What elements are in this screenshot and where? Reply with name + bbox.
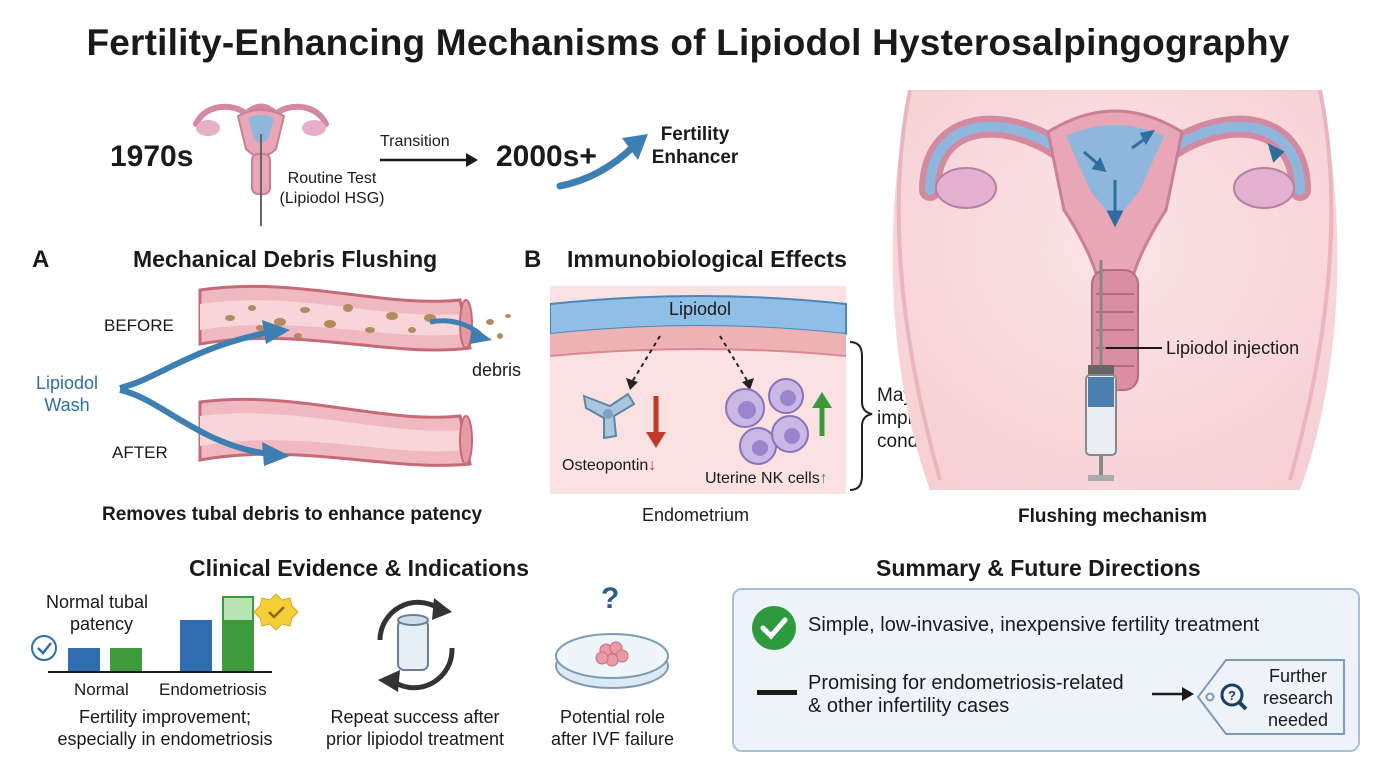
transition-label: Transition [380, 133, 450, 150]
summary-heading: Summary & Future Directions [876, 555, 1201, 581]
summary-point2-line1: Promising for endometriosis-related [808, 672, 1124, 694]
summary-point1: Simple, low-invasive, inexpensive fertil… [808, 614, 1260, 636]
timeline-start: 1970s [110, 140, 194, 173]
repeat-line1: Repeat success after [330, 707, 500, 727]
chart-label-line2: patency [70, 614, 134, 634]
research-tag: ? [1196, 659, 1345, 735]
end-note-line1: Fertility [660, 124, 730, 145]
bar-normal-blue [68, 648, 100, 672]
chart-caption-line1: Fertility improvement; [78, 707, 252, 727]
osteopontin-label: Osteopontin↓ [562, 457, 657, 474]
tag-text: Further research needed [1262, 666, 1334, 730]
chart-caption-line2: especially in endometriosis [57, 729, 273, 749]
panel-b-caption: Endometrium [642, 505, 750, 525]
after-label: AFTER [112, 443, 168, 462]
summary-point2-line2: & other infertility cases [808, 695, 1010, 717]
growth-arrow [556, 134, 648, 190]
repeat-line2: prior lipiodol treatment [325, 729, 505, 749]
wash-line2: Wash [44, 395, 90, 415]
ivf-line2: after IVF failure [550, 729, 675, 749]
panel-a-letter: A [32, 246, 50, 273]
check-icon [31, 635, 57, 661]
bar-endo-blue [180, 620, 212, 672]
dash-icon [757, 690, 797, 695]
check-circle-icon [752, 606, 796, 650]
before-label: BEFORE [104, 316, 174, 335]
debris-label: debris [472, 360, 522, 380]
osteopontin-icon [582, 392, 636, 440]
chart-label-line1: Normal tubal [46, 592, 149, 612]
bar-normal-green [110, 648, 142, 672]
fertility-bar-chart [31, 593, 299, 673]
chart-cat-endo: Endometriosis [159, 680, 267, 699]
end-note-line2: Enhancer [651, 147, 739, 168]
nk-cells-icon [725, 378, 809, 465]
panel-b-heading: Immunobiological Effects [567, 246, 847, 272]
magnifier-icon: ? [1220, 683, 1248, 711]
clinical-heading: Clinical Evidence & Indications [189, 555, 529, 581]
panel-b-letter: B [524, 246, 542, 273]
injection-label: Lipiodol injection [1166, 338, 1300, 358]
badge-icon [253, 593, 299, 631]
anatomy-caption: Flushing mechanism [1018, 506, 1207, 527]
ivf-line1: Potential role [559, 707, 666, 727]
wash-line1: Lipiodol [35, 373, 99, 393]
transition-arrow [380, 153, 478, 167]
small-uterus-icon [193, 103, 329, 226]
svg-text:?: ? [1228, 688, 1236, 703]
repeat-cycle-icon [377, 598, 455, 692]
petri-dish-icon [555, 633, 669, 689]
endometrium-illustration [550, 286, 873, 494]
tube-illustration [119, 284, 511, 467]
summary-arrow [1152, 687, 1194, 701]
chart-cat-normal: Normal [74, 680, 129, 699]
start-note-line2: (Lipiodol HSG) [279, 190, 385, 207]
lipiodol-label: Lipiodol [668, 299, 732, 319]
start-note-line1: Routine Test [287, 170, 377, 187]
timeline-end: 2000s+ [496, 140, 597, 173]
page-title: Fertility-Enhancing Mechanisms of Lipiod… [86, 22, 1290, 63]
panel-a-heading: Mechanical Debris Flushing [133, 246, 438, 272]
question-mark: ? [601, 582, 620, 615]
nk-cells-label: Uterine NK cells↑ [705, 470, 828, 487]
uterus-anatomy-illustration [892, 89, 1338, 490]
panel-a-caption: Removes tubal debris to enhance patency [102, 504, 483, 525]
